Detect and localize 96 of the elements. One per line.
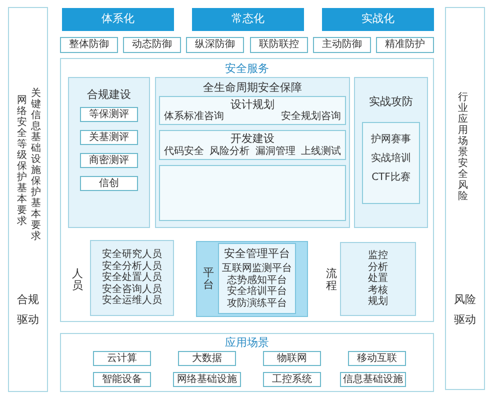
list-item: 处置 (368, 273, 388, 284)
side-column (445, 7, 485, 390)
list-item: 安全运维人员 (102, 295, 162, 307)
service-card (159, 96, 346, 125)
list-item: 实战培训 (371, 153, 411, 165)
panel-title: 合规建设 (87, 88, 131, 101)
list-item: 考核 (368, 284, 388, 296)
tag-label: 网络基础设施 (177, 374, 237, 386)
item-label: 代码安全 (164, 146, 204, 158)
tag-label: 物联网 (277, 352, 307, 364)
tag-frame (60, 37, 118, 53)
tag-frame (93, 372, 151, 387)
tag-frame (348, 351, 406, 366)
card-title: 设计规划 (230, 98, 274, 111)
vertical-label: 行业应用场景安全风险 (458, 92, 468, 202)
tag-label: 动态防御 (132, 39, 172, 51)
list-item: 规划 (368, 296, 388, 308)
tag-frame (178, 351, 236, 366)
tag-label: 工控系统 (272, 374, 312, 386)
tag-label: 精准防护 (385, 39, 425, 51)
item-card (362, 122, 420, 204)
tag-label: 商密测评 (89, 154, 129, 166)
tag-frame (80, 176, 138, 191)
service-panel (90, 240, 174, 316)
tag-frame (263, 372, 321, 387)
tag-frame (186, 37, 244, 53)
vertical-label: 关键信息基础设施保护基本要求 (31, 88, 41, 242)
row-label: 人员 (72, 268, 83, 292)
item-label: 体系标准咨询 (164, 111, 224, 123)
list-item: 安全咨询人员 (102, 284, 162, 294)
list-item: CTF比赛 (372, 172, 410, 184)
tag-label: 主动防御 (322, 39, 362, 51)
platform-card (218, 243, 296, 314)
panel-title: 全生命周期安全保障 (203, 81, 302, 94)
list-item: 攻防演练平台 (227, 298, 287, 310)
section-title: 应用场景 (225, 336, 269, 349)
tag-label: 移动互联 (357, 352, 397, 364)
tag-label: 纵深防御 (195, 39, 235, 51)
tag-frame (80, 107, 138, 122)
header-bar (192, 8, 304, 31)
side-column (8, 7, 48, 392)
header-bar (322, 8, 434, 31)
list-item: 态势感知平台 (227, 274, 287, 286)
tag-label: 整体防御 (69, 39, 109, 51)
service-panel (68, 77, 150, 228)
card-title: 开发建设 (230, 132, 274, 145)
tag-frame (313, 37, 371, 53)
tag-label: 信息基础设施 (343, 374, 403, 386)
list-item: 分析 (368, 262, 388, 272)
item-label: 上线测试 (300, 146, 341, 158)
tag-label: 关基测评 (89, 132, 129, 144)
header-label: 常态化 (232, 12, 264, 25)
list-item: 安全研究人员 (102, 249, 162, 260)
list-item: 安全分析人员 (102, 260, 162, 272)
list-item: 互联网监测平台 (222, 263, 292, 274)
column-label: 风险驱动 (454, 292, 476, 328)
item-label: 漏洞管理 (255, 146, 296, 158)
row-label: 流程 (326, 268, 337, 292)
list-item: 监控 (368, 250, 388, 262)
tag-label: 云计算 (107, 352, 137, 364)
tag-frame (340, 372, 406, 387)
item-label: 安全规划咨询 (281, 111, 341, 123)
list-item: 安全培训平台 (227, 286, 287, 298)
tag-label: 信创 (99, 178, 119, 190)
tag-frame (263, 351, 321, 366)
service-panel (340, 242, 416, 316)
tag-frame (173, 372, 241, 387)
header-bar (62, 8, 174, 31)
tag-frame (123, 37, 181, 53)
tag-label: 智能设备 (102, 374, 142, 386)
header-label: 实战化 (362, 12, 394, 25)
tag-frame (250, 37, 308, 53)
header-label: 体系化 (102, 12, 134, 25)
service-card (159, 130, 346, 160)
vertical-label: 网络安全等级保护基本要求 (17, 95, 27, 227)
platform-panel (196, 241, 308, 317)
panel-title: 实战攻防 (369, 95, 413, 108)
row-label: 平台 (203, 267, 214, 292)
column-label: 合规驱动 (17, 292, 39, 328)
service-panel (155, 77, 350, 228)
tag-label: 联防联控 (259, 39, 299, 51)
service-card (159, 165, 346, 221)
tag-frame (376, 37, 434, 53)
section-title: 安全服务 (225, 62, 269, 75)
tag-frame (80, 130, 138, 145)
tag-frame (93, 351, 151, 366)
tag-label: 等保测评 (89, 108, 129, 120)
service-panel (354, 77, 428, 228)
tag-frame (80, 153, 138, 168)
item-label: 风险分析 (210, 146, 250, 158)
card-title: 安全管理平台 (224, 247, 290, 260)
tag-label: 大数据 (192, 352, 222, 364)
section-panel (60, 333, 434, 392)
section-panel (60, 58, 434, 322)
list-item: 护网赛事 (371, 134, 411, 146)
list-item: 安全处置人员 (102, 272, 162, 284)
